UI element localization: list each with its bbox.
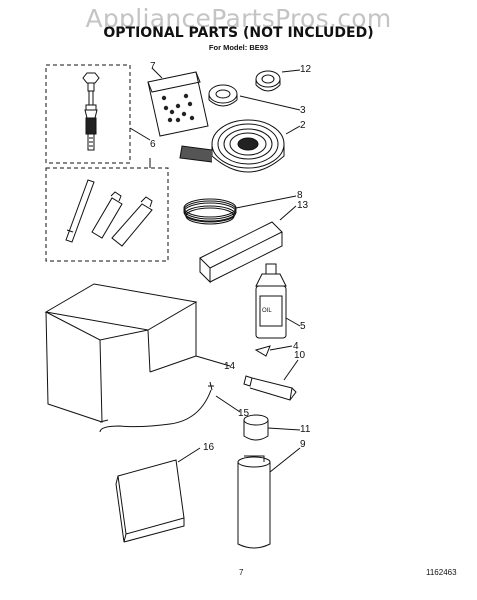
part-number-11: 11 <box>300 424 311 435</box>
screw-bag-illustration <box>147 67 209 137</box>
watermark: AppliancePartsPros.com <box>85 4 392 33</box>
bottle-label-text: OIL <box>262 308 272 314</box>
page-title: OPTIONAL PARTS (NOT INCLUDED) <box>103 25 374 41</box>
part-number-2: 2 <box>300 120 306 131</box>
foam-bar-illustration <box>199 205 297 284</box>
part-number-14: 14 <box>224 361 236 372</box>
valve-fitting-illustration <box>82 72 100 151</box>
valve-kit-box <box>45 64 131 164</box>
grommet-illustration <box>254 345 293 357</box>
coiled-cable-illustration <box>183 195 297 225</box>
page-number: 7 <box>239 568 244 577</box>
part-number-16: 16 <box>203 442 215 453</box>
model-subtitle: For Model: BE93 <box>208 43 269 52</box>
part-number-7: 7 <box>150 61 156 72</box>
tube-illustration <box>65 179 153 247</box>
part-number-8: 8 <box>297 190 303 201</box>
oil-bottle-illustration <box>255 263 301 339</box>
cord-illustration <box>99 381 241 433</box>
small-can-illustration <box>243 414 301 441</box>
part-number-3: 3 <box>300 105 306 116</box>
tape-strip-illustration <box>208 84 301 111</box>
cover-illustration <box>44 283 231 423</box>
small-tube-illustration <box>243 359 299 401</box>
insulation-tape-roll-illustration <box>179 119 301 173</box>
part-number-12: 12 <box>300 64 312 75</box>
part-number-4: 4 <box>293 341 299 352</box>
part-number-10: 10 <box>294 350 306 361</box>
part-number-15: 15 <box>238 408 250 419</box>
part-number-5: 5 <box>300 321 306 332</box>
reference-number: 1162463 <box>426 568 457 577</box>
part-number-13: 13 <box>297 200 309 211</box>
sealant-kit-box <box>45 167 169 262</box>
filter-pad-illustration <box>115 447 201 543</box>
aerosol-can-illustration <box>237 447 301 549</box>
part-number-6: 6 <box>150 139 156 150</box>
part-number-9: 9 <box>300 439 306 450</box>
small-tape-roll-illustration <box>255 69 301 92</box>
